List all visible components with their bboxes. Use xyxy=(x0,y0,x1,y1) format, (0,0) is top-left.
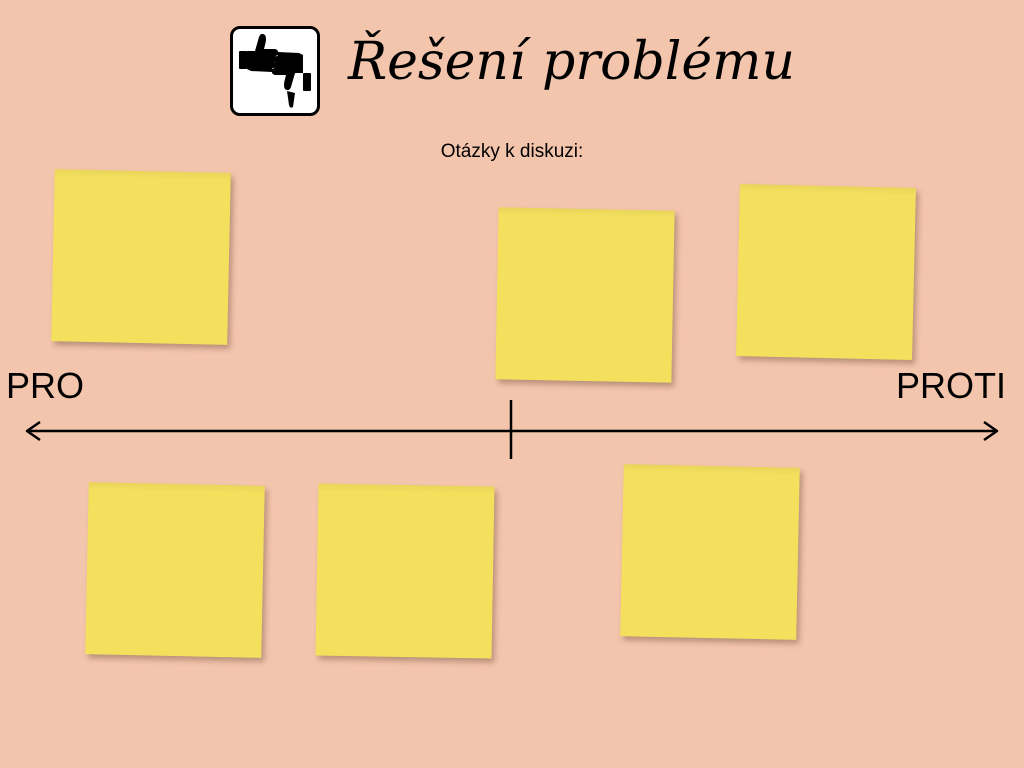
thumbs-up-down-icon xyxy=(239,33,311,108)
sticky-note[interactable] xyxy=(85,482,265,658)
discussion-questions-label: Otázky k diskuzi: xyxy=(440,141,584,162)
sticky-note[interactable] xyxy=(736,184,916,360)
right-arrowhead xyxy=(983,420,999,442)
pro-label: PRO xyxy=(6,365,85,406)
sticky-note[interactable] xyxy=(315,483,495,659)
sticky-note[interactable] xyxy=(51,169,231,345)
sticky-note[interactable] xyxy=(495,207,675,383)
proti-label: PROTI xyxy=(895,365,1006,406)
left-arrowhead xyxy=(25,420,41,442)
thumbs-up-down-logo xyxy=(230,26,320,116)
sticky-note[interactable] xyxy=(620,464,800,640)
page-title: Řešení problému xyxy=(348,32,795,92)
